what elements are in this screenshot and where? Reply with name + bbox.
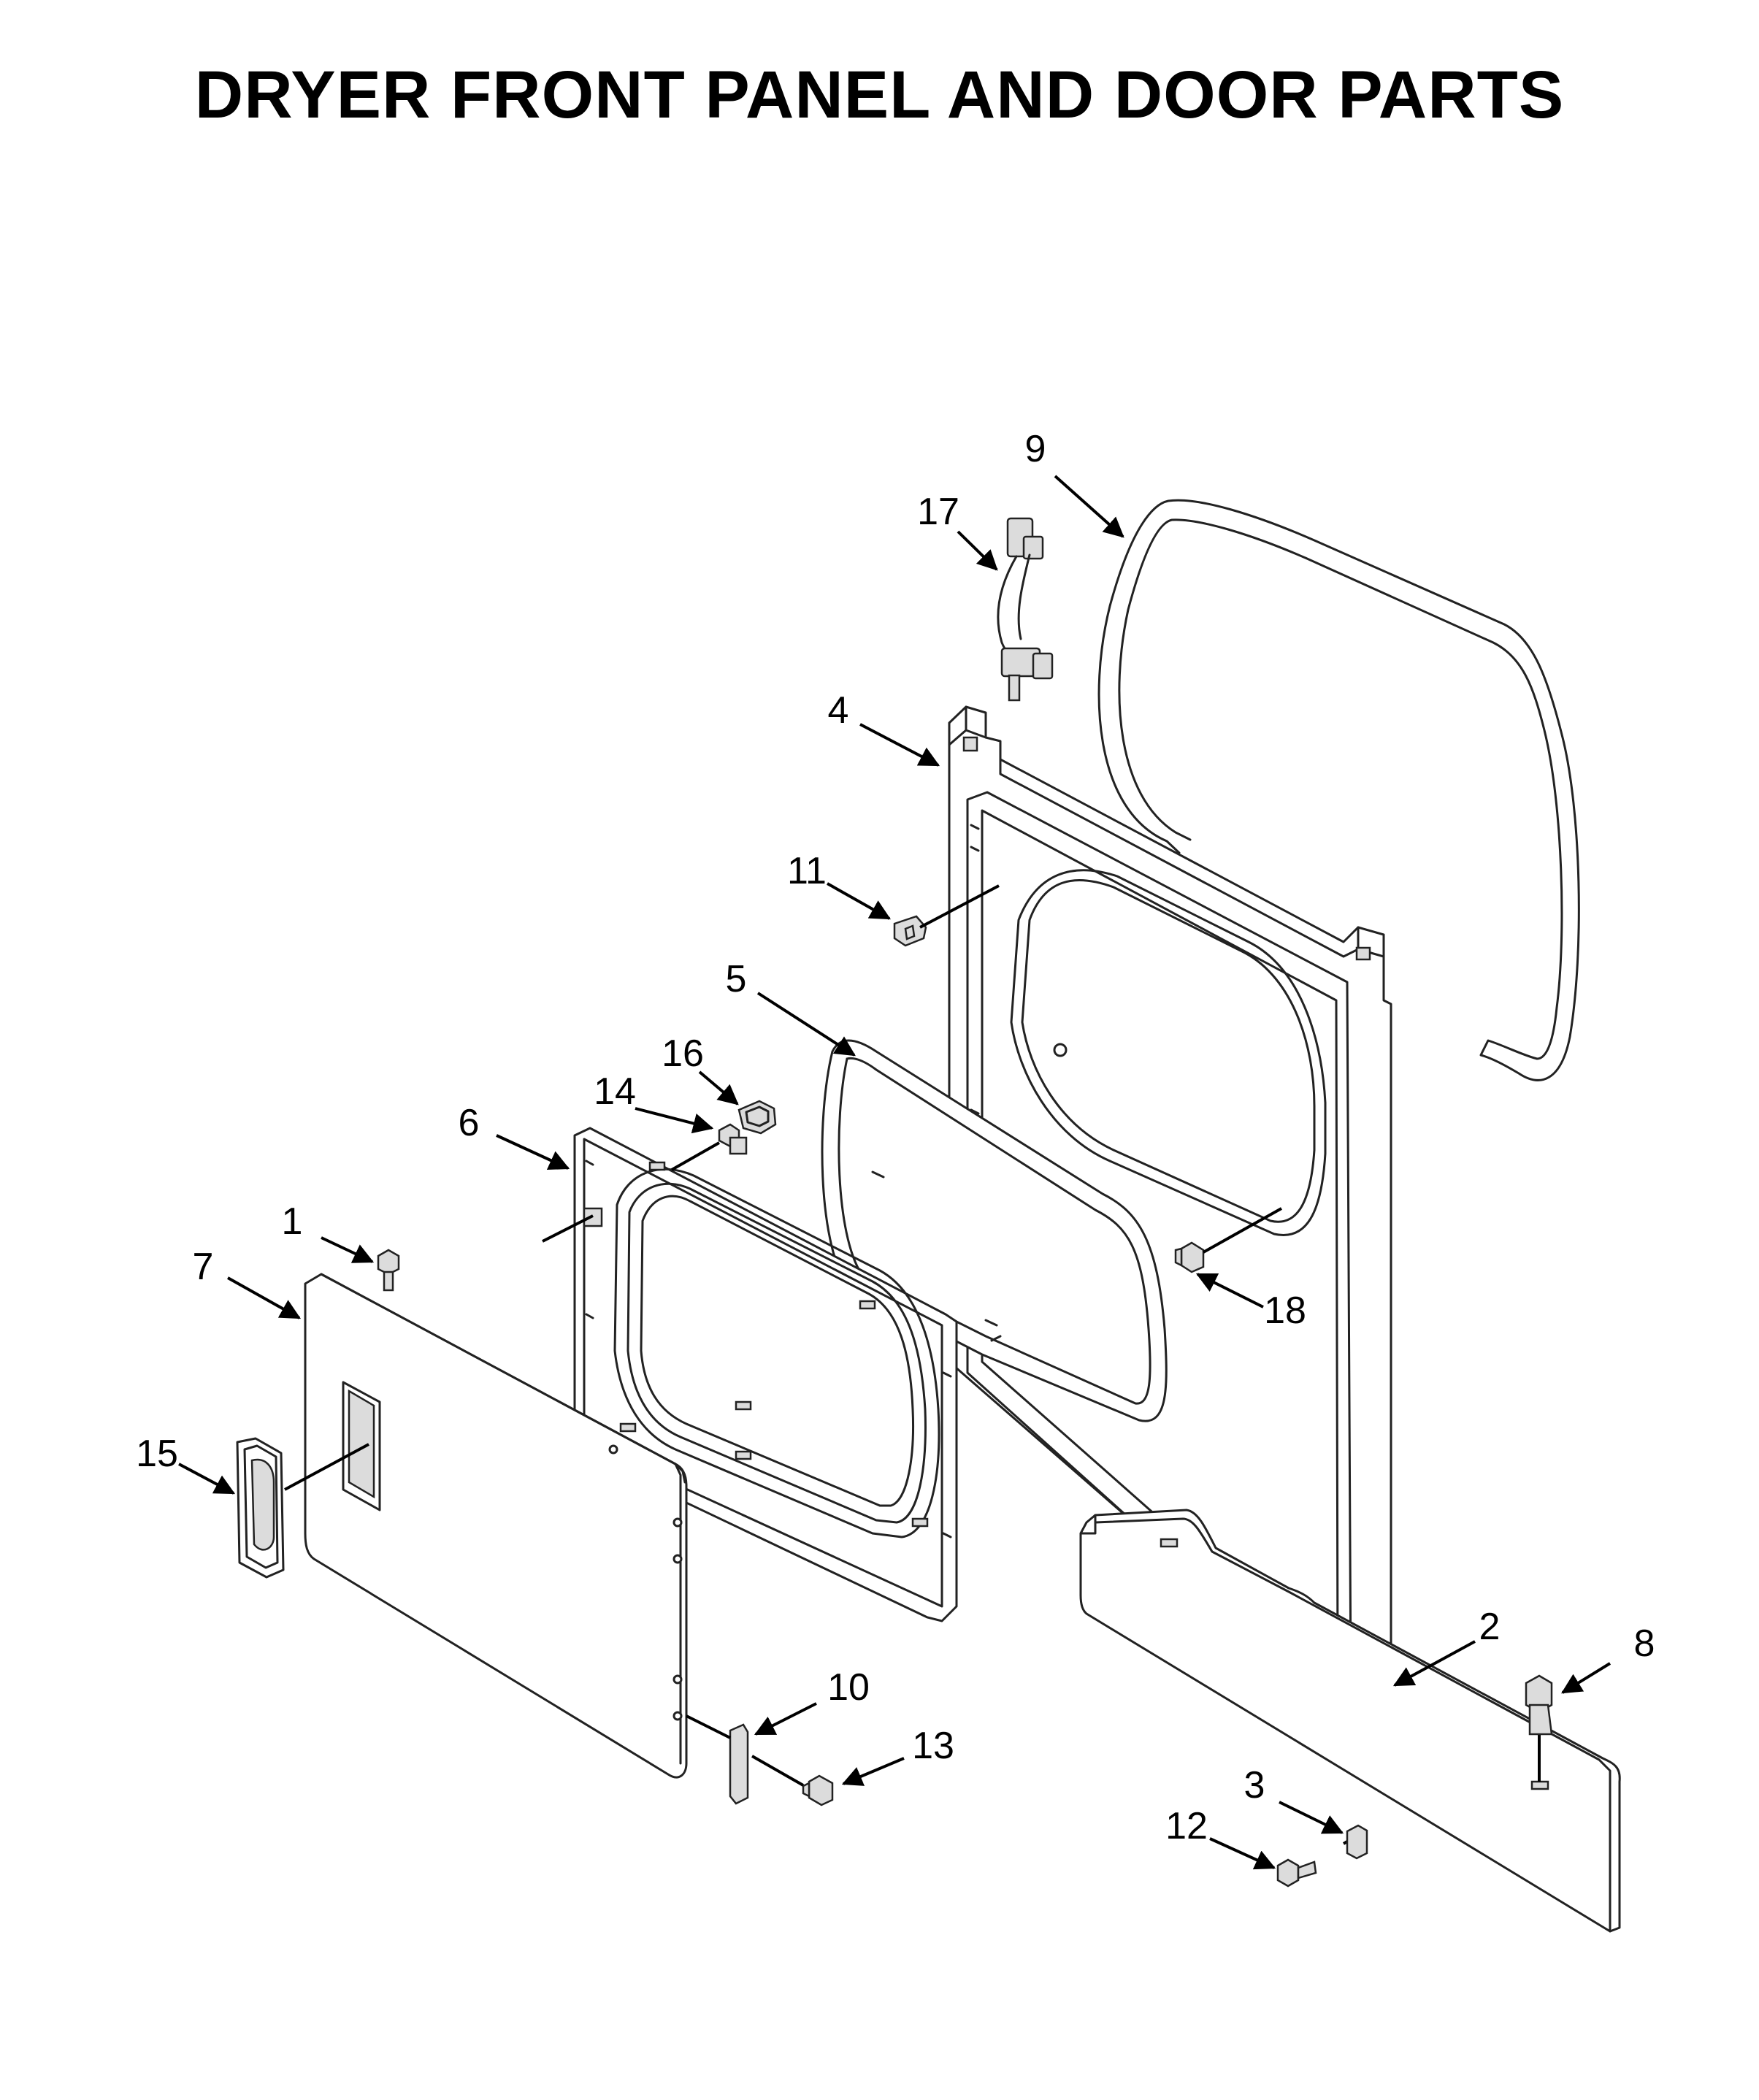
part-18-screw [1174,1207,1282,1273]
callout-7: 7 [193,1246,214,1288]
leader-5 [756,992,856,1057]
callout-9: 9 [1025,428,1046,470]
part-13-hinge-screw [751,1755,834,1806]
part-8-panel-clip [1525,1674,1553,1736]
callout-6: 6 [459,1102,480,1144]
leader-4 [859,723,940,767]
diagram-title: DRYER FRONT PANEL AND DOOR PARTS [194,58,1565,132]
part-16-hinge-cover [737,1100,777,1135]
callout-5: 5 [726,958,747,1000]
part-7-outer-door-panel [284,1267,688,1779]
leader-7 [227,1276,302,1319]
callout-18: 18 [1264,1289,1306,1332]
leader-3 [1279,1801,1344,1834]
leader-17 [957,530,998,571]
leader-10 [754,1702,817,1736]
leader-15 [178,1463,236,1495]
leader-1 [321,1236,375,1263]
leader-18 [1195,1273,1264,1308]
leader-14 [635,1107,714,1134]
leader-11 [827,882,892,920]
part-10-door-hinge [686,1714,749,1805]
callout-3: 3 [1244,1764,1265,1806]
part-11-door-catch [893,884,1000,947]
part-9-door-seal [1097,499,1580,1081]
leader-9 [1054,475,1124,538]
part-15-door-handle [236,1437,285,1579]
callout-13: 13 [912,1725,954,1767]
part-12-screw [1276,1858,1317,1888]
part-2-lower-access-panel [1079,1509,1621,1933]
part-14-hinge-clip [671,1123,748,1171]
part-5-door-gasket [821,1039,1168,1422]
leader-arrows [178,475,1612,1870]
leader-13 [841,1757,905,1786]
leader-12 [1209,1837,1276,1870]
part-3-panel-bracket [1346,1824,1368,1860]
callout-8: 8 [1634,1622,1655,1665]
part-17-door-switch-harness [997,517,1054,702]
callout-10: 10 [827,1666,870,1709]
callout-1: 1 [282,1200,303,1243]
leader-16 [698,1070,739,1105]
callout-11: 11 [787,850,827,892]
callout-17: 17 [917,491,959,533]
leader-6 [496,1134,570,1170]
callout-14: 14 [594,1070,636,1113]
callout-15: 15 [136,1433,178,1475]
callout-2: 2 [1479,1606,1501,1648]
leader-2 [1392,1640,1476,1687]
leader-8 [1561,1662,1612,1694]
callout-16: 16 [662,1032,704,1075]
callout-4: 4 [828,689,849,732]
callout-12: 12 [1165,1805,1208,1847]
part-1-screw [377,1249,400,1292]
callout-labels: 1 2 3 4 5 6 7 8 9 10 11 12 13 14 15 16 1… [136,428,1655,1847]
